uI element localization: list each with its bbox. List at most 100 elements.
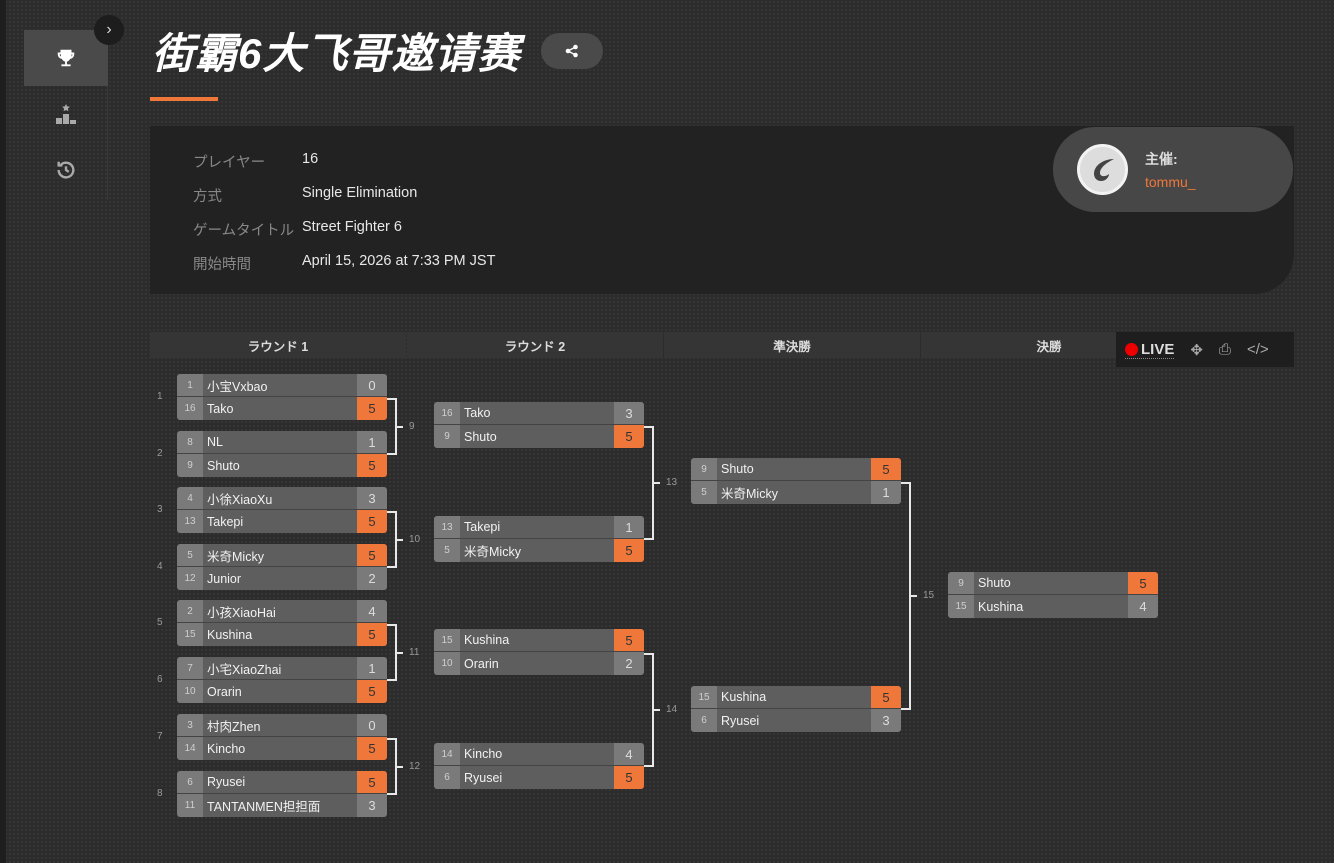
info-label: ゲームタイトル	[193, 223, 295, 239]
host-card[interactable]: 主催: tommu_	[1053, 127, 1293, 212]
bracket-connector	[387, 398, 397, 455]
chevron-right-icon: ›	[106, 21, 112, 38]
info-value: Single Elimination	[302, 185, 418, 201]
sidebar-item-history[interactable]	[24, 142, 108, 198]
info-value: Street Fighter 6	[302, 219, 402, 235]
player-seed: 15	[948, 595, 974, 618]
player-score: 5	[357, 544, 387, 566]
live-button[interactable]: LIVE	[1125, 341, 1175, 359]
sidebar	[24, 30, 108, 200]
bracket-connector	[397, 651, 403, 654]
sidebar-item-bracket[interactable]	[24, 30, 108, 86]
player-seed: 5	[691, 481, 717, 504]
player-score: 2	[357, 567, 387, 590]
title-underline	[150, 97, 218, 101]
match-number: 14	[666, 704, 678, 715]
match-number: 12	[409, 760, 421, 772]
player-seed: 8	[177, 431, 203, 453]
player-name: 米奇Micky	[717, 481, 871, 504]
window-edge	[0, 0, 6, 863]
move-icon[interactable]: ✥	[1190, 341, 1203, 359]
player-name: Kushina	[717, 686, 871, 708]
player-seed: 9	[177, 454, 203, 477]
player-seed: 3	[177, 714, 203, 736]
player-seed: 10	[177, 680, 203, 703]
match-number: 7	[157, 731, 163, 742]
match-number: 3	[157, 504, 163, 515]
host-label: 主催:	[1145, 151, 1178, 167]
embed-code-icon[interactable]: </>	[1246, 341, 1269, 358]
player-seed: 4	[177, 487, 203, 509]
player-score: 5	[614, 766, 644, 789]
player-name: 米奇Micky	[203, 544, 357, 566]
print-icon[interactable]: ⎙	[1218, 341, 1231, 358]
player-score: 5	[357, 623, 387, 646]
share-button[interactable]	[541, 33, 603, 69]
player-name: Kushina	[460, 629, 614, 651]
player-score: 5	[871, 686, 901, 708]
info-label: プレイヤー	[193, 155, 266, 171]
player-score: 5	[357, 397, 387, 420]
match-number: 5	[157, 617, 163, 628]
match-number: 9	[409, 420, 415, 432]
player-seed: 2	[177, 600, 203, 622]
player-score: 5	[357, 454, 387, 477]
expand-sidebar-button[interactable]: ›	[94, 15, 124, 45]
player-seed: 9	[948, 572, 974, 594]
player-seed: 16	[177, 397, 203, 420]
player-name: NL	[203, 431, 357, 453]
player-seed: 10	[434, 652, 460, 675]
host-name-link[interactable]: tommu_	[1145, 174, 1196, 190]
player-seed: 11	[177, 794, 203, 817]
player-score: 3	[357, 794, 387, 817]
sidebar-item-standings[interactable]	[24, 86, 108, 142]
